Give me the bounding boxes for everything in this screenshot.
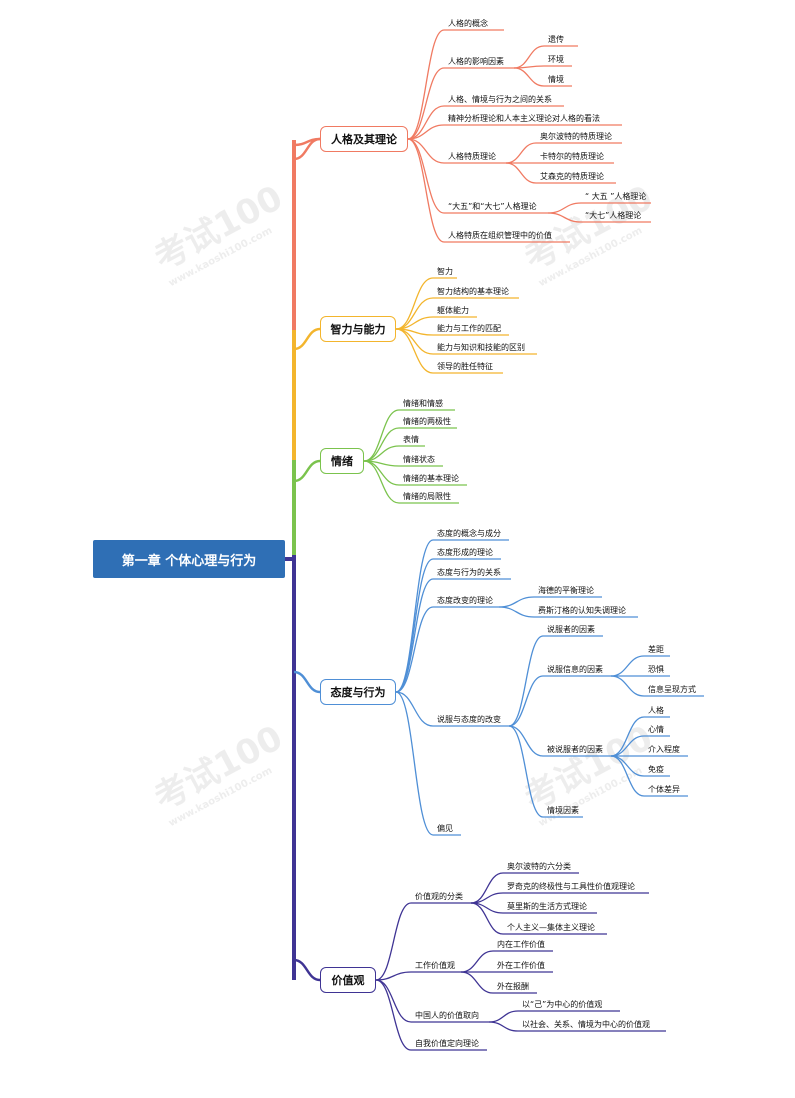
subtopic[interactable]: 偏见	[437, 824, 453, 833]
child-connector	[505, 162, 537, 184]
subtopic[interactable]: 态度的概念与成分	[437, 529, 501, 538]
child-topic[interactable]: 费斯汀格的认知失调理论	[538, 606, 626, 615]
grandchild-topic[interactable]: 人格	[648, 706, 664, 715]
subtopic[interactable]: 态度与行为的关系	[437, 568, 501, 577]
grandchild-topic[interactable]: 信息呈现方式	[648, 685, 696, 694]
child-connector	[470, 902, 504, 935]
subtopic[interactable]: 人格特质理论	[448, 152, 496, 161]
subtopic[interactable]: 态度形成的理论	[437, 548, 493, 557]
subtopic[interactable]: 情绪状态	[403, 455, 435, 464]
subtopic[interactable]: 工作价值观	[415, 961, 455, 970]
child-connector	[508, 635, 544, 727]
item-connector	[375, 902, 412, 981]
child-topic[interactable]: 卡特尔的特质理论	[540, 152, 604, 161]
child-topic[interactable]: 被说服者的因素	[547, 745, 603, 754]
subtopic[interactable]: 能力与知识和技能的区别	[437, 343, 525, 352]
grandchild-connector	[610, 675, 645, 697]
grandchild-topic[interactable]: 恐惧	[648, 665, 664, 674]
child-topic[interactable]: 说服者的因素	[547, 625, 595, 634]
child-connector	[508, 725, 544, 757]
item-connector	[407, 29, 445, 140]
child-connector	[508, 675, 544, 727]
subtopic[interactable]: 躯体能力	[437, 306, 469, 315]
subtopic[interactable]: 价值观的分类	[415, 892, 463, 901]
branch-connector	[293, 459, 321, 483]
child-topic[interactable]: 情境	[548, 75, 564, 84]
child-topic[interactable]: 罗奇克的终极性与工具性价值观理论	[507, 882, 635, 891]
subtopic[interactable]: 人格特质在组织管理中的价值	[448, 231, 552, 240]
subtopic[interactable]: 智力结构的基本理论	[437, 287, 509, 296]
grandchild-topic[interactable]: 个体差异	[648, 785, 680, 794]
child-topic[interactable]: 说服信息的因素	[547, 665, 603, 674]
item-connector	[395, 328, 434, 374]
branch-connector	[293, 137, 321, 147]
child-topic[interactable]: 海德的平衡理论	[538, 586, 594, 595]
child-connector	[498, 606, 535, 618]
item-connector	[407, 67, 445, 140]
child-connector	[488, 1021, 519, 1032]
subtopic[interactable]: “大五”和“大七”人格理论	[448, 202, 537, 211]
child-topic[interactable]: 以社会、关系、情境为中心的价值观	[522, 1020, 650, 1029]
child-topic[interactable]: 艾森克的特质理论	[540, 172, 604, 181]
branch-connector	[293, 670, 321, 694]
child-topic[interactable]: 内在工作价值	[497, 940, 545, 949]
branch-topic[interactable]: 价值观	[320, 967, 376, 993]
item-connector	[407, 138, 445, 243]
item-connector	[395, 606, 434, 693]
subtopic[interactable]: 中国人的价值取向	[415, 1011, 479, 1020]
branch-topic[interactable]: 智力与能力	[320, 316, 396, 342]
item-connector	[395, 578, 434, 693]
subtopic[interactable]: 人格的概念	[448, 19, 488, 28]
grandchild-topic[interactable]: 免疫	[648, 765, 664, 774]
subtopic[interactable]: 态度改变的理论	[437, 596, 493, 605]
branch-connector	[293, 327, 321, 351]
item-connector	[375, 971, 412, 981]
item-connector	[363, 460, 400, 504]
root-topic[interactable]: 第一章 个体心理与行为	[93, 540, 285, 578]
subtopic[interactable]: 情绪的局限性	[403, 492, 451, 501]
child-topic[interactable]: 遗传	[548, 35, 564, 44]
child-topic[interactable]: 奥尔波特的六分类	[507, 862, 571, 871]
child-topic[interactable]: 个人主义—集体主义理论	[507, 923, 595, 932]
subtopic[interactable]: 情绪的两极性	[403, 417, 451, 426]
grandchild-topic[interactable]: 差距	[648, 645, 664, 654]
subtopic[interactable]: 智力	[437, 267, 453, 276]
subtopic[interactable]: 精神分析理论和人本主义理论对人格的看法	[448, 114, 600, 123]
subtopic[interactable]: 能力与工作的匹配	[437, 324, 501, 333]
branch-connector	[293, 958, 321, 982]
child-topic[interactable]: 环境	[548, 55, 564, 64]
child-topic[interactable]: 莫里斯的生活方式理论	[507, 902, 587, 911]
item-connector	[407, 124, 445, 140]
child-connector	[460, 971, 494, 994]
grandchild-connector	[610, 755, 645, 797]
child-topic[interactable]: 情境因素	[547, 806, 579, 815]
branch-topic[interactable]: 态度与行为	[320, 679, 396, 705]
item-connector	[395, 691, 434, 836]
subtopic[interactable]: 人格的影响因素	[448, 57, 504, 66]
child-connector	[508, 725, 544, 818]
item-connector	[375, 979, 412, 1051]
child-topic[interactable]: “大七”人格理论	[585, 211, 642, 220]
subtopic[interactable]: 情绪和情感	[403, 399, 443, 408]
subtopic[interactable]: 领导的胜任特征	[437, 362, 493, 371]
grandchild-topic[interactable]: 心情	[648, 725, 664, 734]
subtopic[interactable]: 自我价值定向理论	[415, 1039, 479, 1048]
child-connector	[547, 212, 582, 223]
child-topic[interactable]: “ 大五 ”人格理论	[585, 192, 647, 201]
subtopic[interactable]: 说服与态度的改变	[437, 715, 501, 724]
subtopic[interactable]: 人格、情境与行为之间的关系	[448, 95, 552, 104]
child-topic[interactable]: 外在报酬	[497, 982, 529, 991]
branch-topic[interactable]: 情绪	[320, 448, 364, 474]
subtopic[interactable]: 情绪的基本理论	[403, 474, 459, 483]
child-topic[interactable]: 外在工作价值	[497, 961, 545, 970]
subtopic[interactable]: 表情	[403, 435, 419, 444]
item-connector	[395, 691, 434, 727]
child-topic[interactable]: 以“己”为中心的价值观	[522, 1000, 603, 1009]
child-topic[interactable]: 奥尔波特的特质理论	[540, 132, 612, 141]
grandchild-topic[interactable]: 介入程度	[648, 745, 680, 754]
child-connector	[513, 67, 545, 87]
branch-topic[interactable]: 人格及其理论	[320, 126, 408, 152]
